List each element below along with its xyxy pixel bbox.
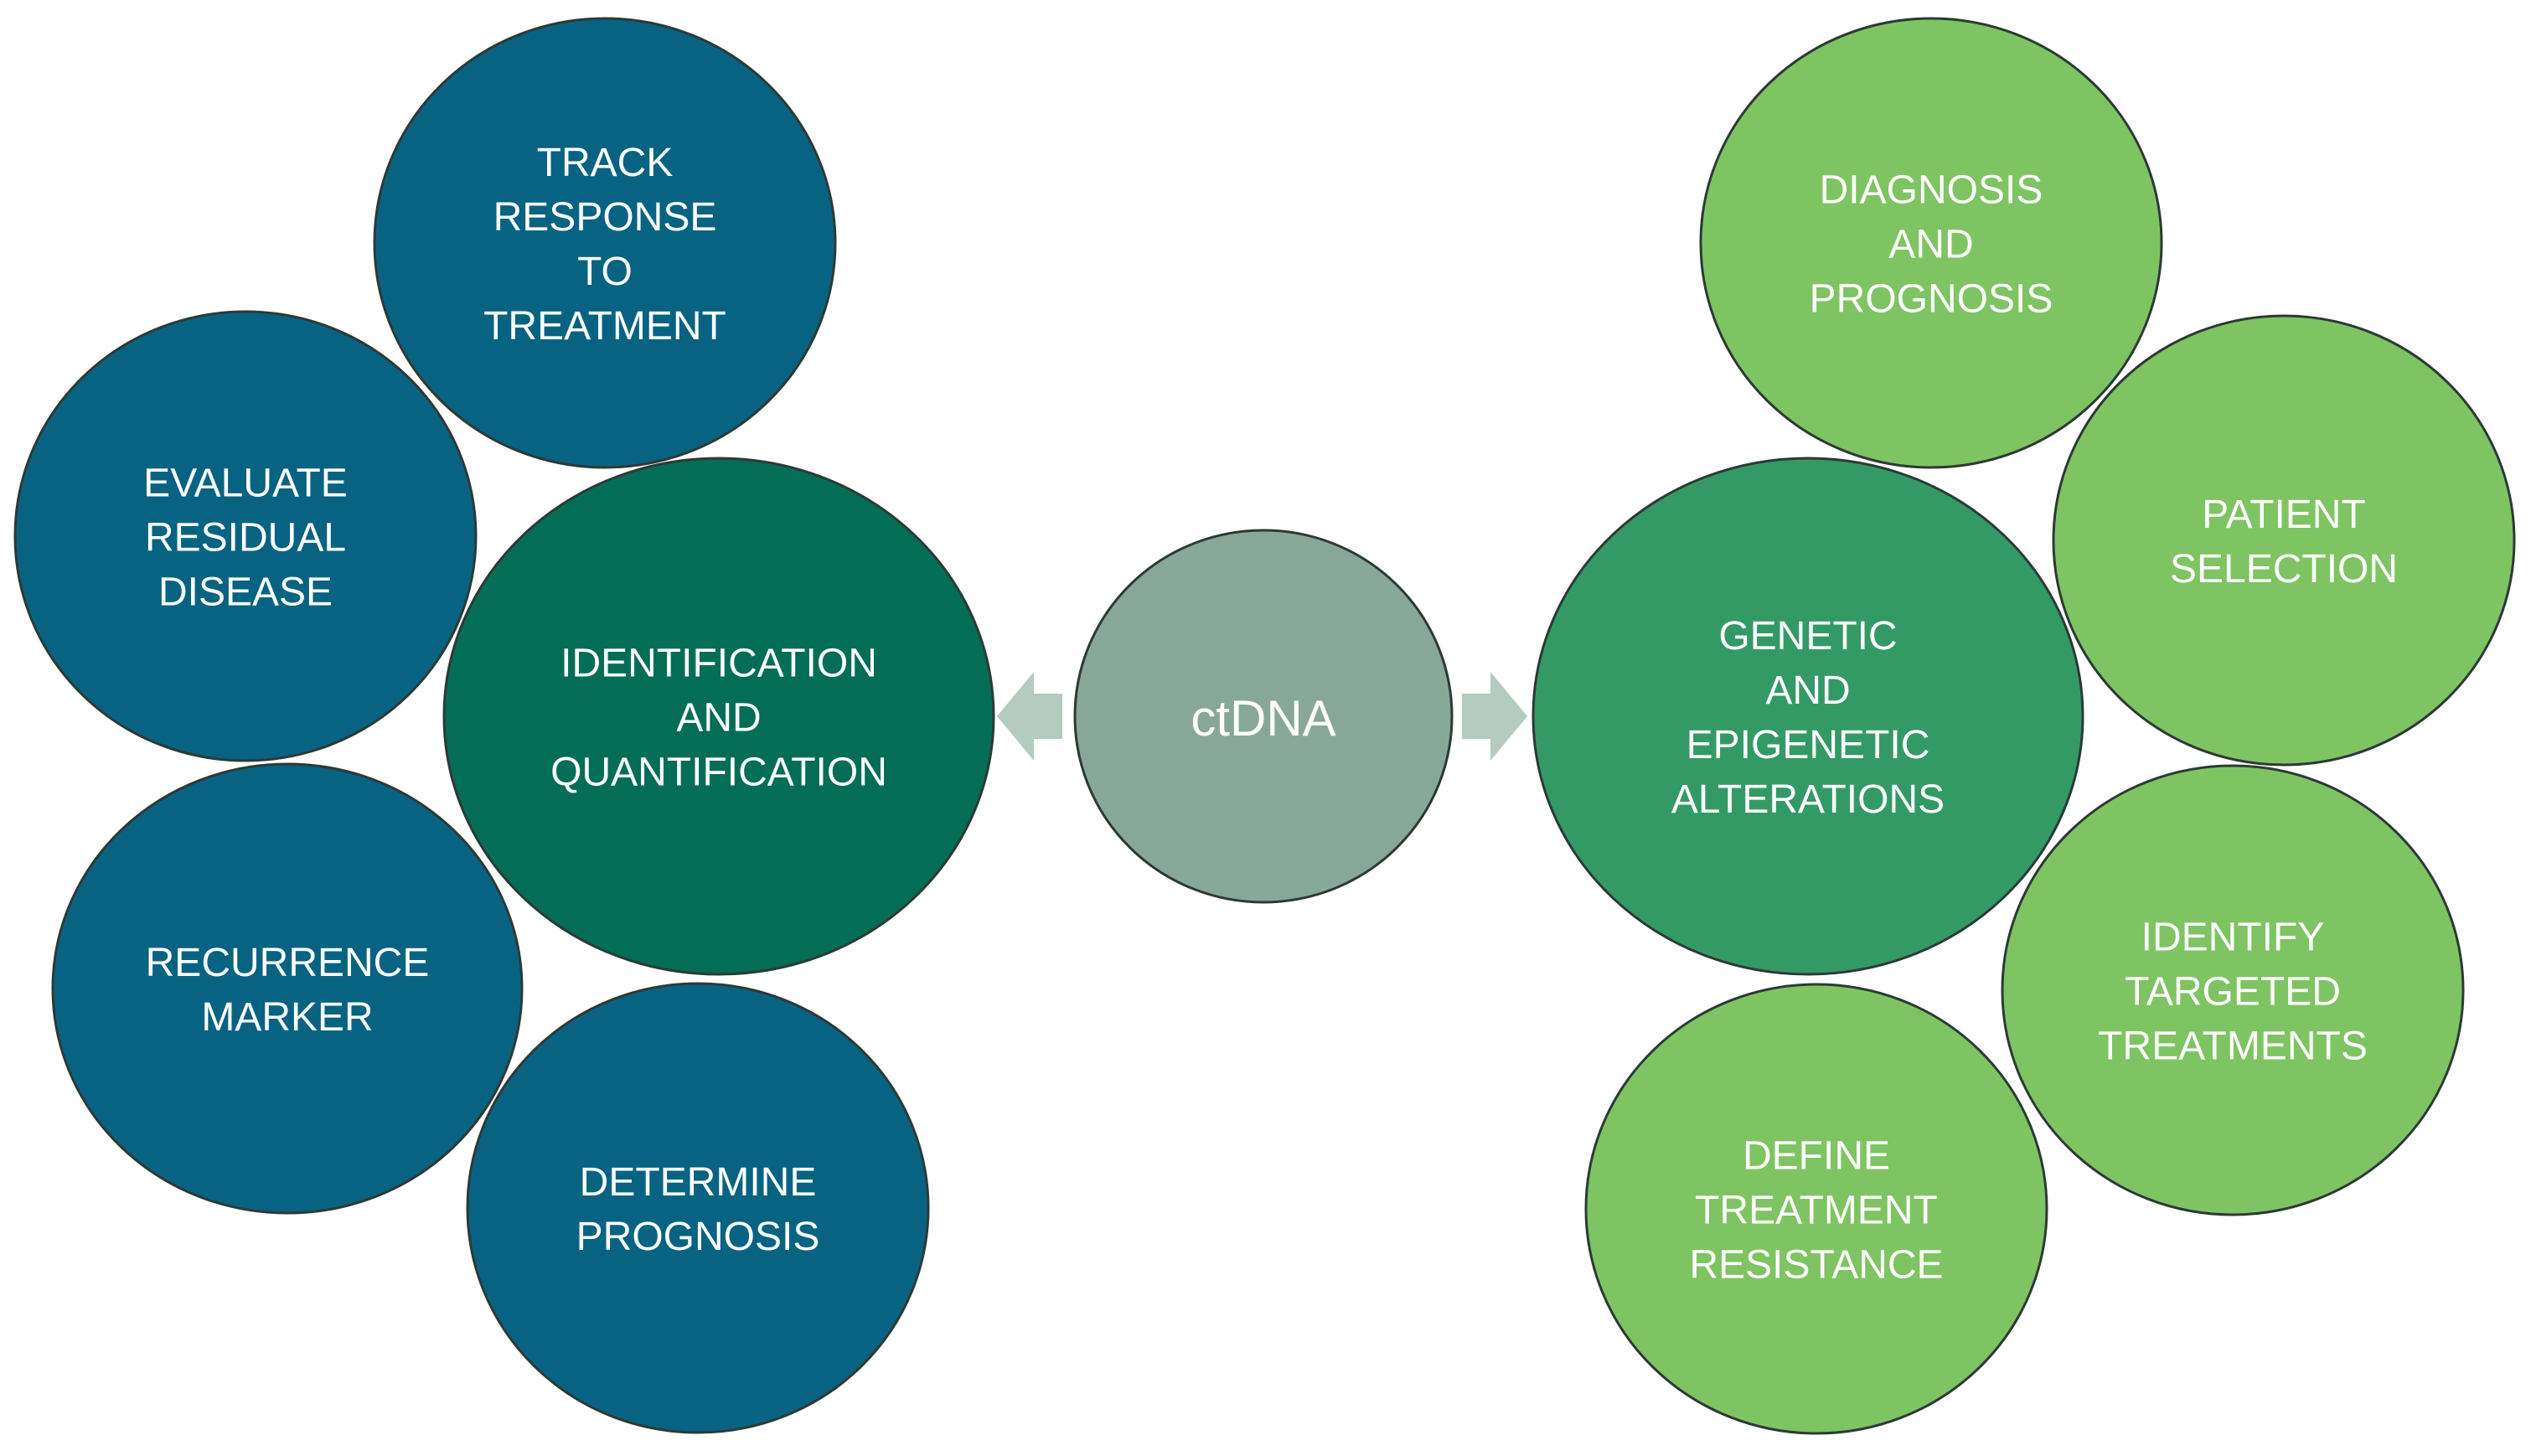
- right-item-circle: [2001, 764, 2465, 1216]
- label-line: QUANTIFICATION: [550, 750, 887, 794]
- right-item-circle: [1584, 983, 2048, 1435]
- label-line: RESPONSE: [493, 195, 717, 240]
- label-line: RESISTANCE: [1689, 1242, 1943, 1287]
- label-line: EPIGENETIC: [1686, 723, 1930, 767]
- label-line: RECURRENCE: [146, 941, 430, 985]
- right-hub-label: GENETIC AND EPIGENETIC ALTERATIONS: [1671, 614, 1945, 822]
- label-line: DISEASE: [158, 570, 333, 614]
- right-item-define-resistance: DEFINE TREATMENT RESISTANCE: [1584, 983, 2048, 1435]
- label-line: TARGETED: [2125, 969, 2341, 1014]
- label-line: DIAGNOSIS: [1820, 168, 2043, 212]
- right-item-identify-targeted: IDENTIFY TARGETED TREATMENTS: [2001, 764, 2465, 1216]
- left-item-circle: [51, 762, 524, 1215]
- label-line: PROGNOSIS: [576, 1215, 820, 1259]
- label-line: GENETIC: [1718, 614, 1897, 658]
- label-line: TO: [577, 250, 633, 294]
- label-line: SELECTION: [2170, 547, 2398, 591]
- label-line: TRACK: [537, 141, 674, 185]
- center-node: ctDNA: [1073, 529, 1454, 904]
- left-item-label: EVALUATE RESIDUAL DISEASE: [143, 461, 348, 614]
- right-hub: GENETIC AND EPIGENETIC ALTERATIONS: [1532, 457, 2084, 976]
- left-item-track-response: TRACK RESPONSE TO TREATMENT: [373, 17, 837, 469]
- label-line: AND: [676, 695, 761, 740]
- label-line: TREATMENTS: [2098, 1024, 2368, 1068]
- left-hub-label: IDENTIFICATION AND QUANTIFICATION: [550, 641, 887, 794]
- label-line: IDENTIFICATION: [560, 641, 877, 685]
- right-arrow-icon: [1462, 672, 1527, 761]
- label-line: AND: [1888, 222, 1973, 266]
- left-item-recurrence-marker: RECURRENCE MARKER: [51, 762, 524, 1215]
- label-line: DETERMINE: [580, 1160, 817, 1205]
- left-arrow-icon: [997, 672, 1062, 761]
- left-item-circle: [13, 310, 478, 762]
- left-hub-circle: [442, 457, 995, 976]
- label-line: PATIENT: [2202, 493, 2366, 537]
- label-line: EVALUATE: [143, 461, 348, 505]
- left-item-label: RECURRENCE MARKER: [146, 941, 430, 1040]
- right-item-circle: [1699, 17, 2163, 469]
- right-item-label: IDENTIFY TARGETED TREATMENTS: [2098, 915, 2368, 1068]
- label-line: AND: [1765, 669, 1850, 713]
- label-line: IDENTIFY: [2141, 915, 2325, 959]
- right-item-label: DIAGNOSIS AND PROGNOSIS: [1810, 168, 2053, 321]
- label-line: TREATMENT: [1695, 1188, 1938, 1232]
- label-line: RESIDUAL: [145, 515, 346, 560]
- left-item-evaluate-residual: EVALUATE RESIDUAL DISEASE: [13, 310, 478, 762]
- label-line: TREATMENT: [483, 304, 726, 349]
- center-circle: [1073, 529, 1454, 904]
- label-line: MARKER: [201, 995, 373, 1040]
- label-line: ALTERATIONS: [1671, 777, 1945, 822]
- label-line: DEFINE: [1743, 1133, 1890, 1178]
- left-item-label: DETERMINE PROGNOSIS: [576, 1160, 820, 1259]
- right-item-label: DEFINE TREATMENT RESISTANCE: [1689, 1133, 1943, 1287]
- center-label: ctDNA: [1191, 690, 1335, 746]
- right-hub-circle: [1532, 457, 2084, 976]
- left-item-circle: [373, 17, 837, 469]
- right-item-circle: [2052, 314, 2516, 767]
- left-item-circle: [466, 982, 930, 1434]
- right-item-label: PATIENT SELECTION: [2170, 493, 2398, 591]
- label-line: PROGNOSIS: [1810, 276, 2053, 321]
- left-hub: IDENTIFICATION AND QUANTIFICATION: [442, 457, 995, 976]
- right-item-patient-selection: PATIENT SELECTION: [2052, 314, 2516, 767]
- left-item-label: TRACK RESPONSE TO TREATMENT: [483, 141, 726, 349]
- right-item-diagnosis-prognosis: DIAGNOSIS AND PROGNOSIS: [1699, 17, 2163, 469]
- left-item-determine-prognosis: DETERMINE PROGNOSIS: [466, 982, 930, 1434]
